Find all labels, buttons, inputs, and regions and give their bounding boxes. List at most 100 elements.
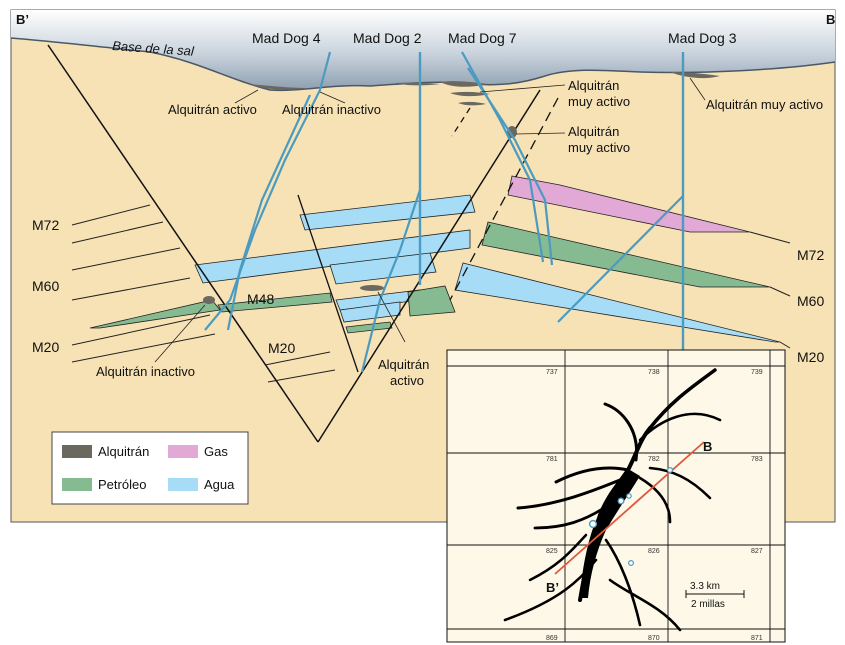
oil-layer <box>89 299 221 329</box>
horizon-label-m72-left: M72 <box>32 217 59 233</box>
fault-line <box>297 194 359 373</box>
tar-inactive-label-bottom: Alquitrán inactivo <box>96 364 195 379</box>
well-symbol <box>588 519 598 529</box>
leader-line <box>515 132 566 135</box>
tar-inactive-label: Alquitrán inactivo <box>282 102 381 117</box>
horizon-line <box>71 247 181 271</box>
legend-label-gas: Gas <box>204 444 228 459</box>
legend-label-water: Agua <box>204 477 235 492</box>
leader-line <box>479 84 566 93</box>
tar-active-label-bottom-a: Alquitrán <box>378 357 429 372</box>
well-path-mad-dog-3-branch <box>557 195 684 323</box>
horizon-line <box>71 314 211 346</box>
legend-swatch-oil <box>62 478 92 491</box>
corner-label-bprime: B’ <box>16 12 29 27</box>
horizon-line <box>769 286 791 297</box>
legend-swatch-water <box>168 478 198 491</box>
tar-blob <box>203 296 215 304</box>
tar-very-active-label-2a: Alquitrán <box>568 124 619 139</box>
well-path-mad-dog-4 <box>204 51 332 331</box>
water-layer <box>339 301 401 323</box>
legend-label-oil: Petróleo <box>98 477 146 492</box>
well-path-mad-dog-7-branch <box>467 67 554 266</box>
block-number: 782 <box>648 456 660 463</box>
tar-lens <box>458 101 486 106</box>
well-symbol <box>617 497 625 505</box>
horizon-line <box>71 333 216 363</box>
horizon-label-m48: M48 <box>247 291 274 307</box>
block-number: 827 <box>751 548 763 555</box>
scale-label-km: 3.3 km <box>690 581 720 592</box>
leader-line <box>377 291 406 343</box>
tar-very-active-label-2b: muy activo <box>568 140 630 155</box>
tar-active-label: Alquitrán activo <box>168 102 257 117</box>
horizon-label-m20-inner: M20 <box>268 340 295 356</box>
tar-lens <box>450 91 490 97</box>
horizon-line <box>779 341 791 349</box>
leader-line <box>234 89 259 104</box>
well-path-mad-dog-2-branch <box>360 189 422 373</box>
leader-line <box>689 77 706 101</box>
corner-label-b: B <box>826 12 835 27</box>
gas-layer <box>507 175 751 233</box>
fault-line-dashed <box>451 107 471 137</box>
horizon-line <box>267 369 336 383</box>
map-label-b: B <box>703 439 712 454</box>
block-number: 826 <box>648 548 660 555</box>
well-label-mad-dog-4: Mad Dog 4 <box>252 30 321 46</box>
block-number: 738 <box>648 369 660 376</box>
section-line <box>554 441 705 575</box>
well-label-mad-dog-2: Mad Dog 2 <box>353 30 422 46</box>
fault-line-dashed <box>449 97 559 301</box>
well-label-mad-dog-7: Mad Dog 7 <box>448 30 517 46</box>
tar-very-active-label-1b: muy activo <box>568 94 630 109</box>
block-number: 871 <box>751 635 763 642</box>
map-salt-body <box>580 470 640 598</box>
tar-very-active-label-right: Alquitrán muy activo <box>706 97 823 112</box>
horizon-line <box>71 221 164 244</box>
block-number: 781 <box>546 456 558 463</box>
leader-line <box>154 304 206 363</box>
water-layer <box>299 194 476 231</box>
map-label-bprime: B’ <box>546 580 559 595</box>
legend-swatch-tar <box>62 445 92 458</box>
legend-swatch-gas <box>168 445 198 458</box>
inset-location-map: 737 738 739 781 782 783 825 826 827 869 … <box>446 349 786 643</box>
horizon-label-m20-right: M20 <box>797 349 824 365</box>
well-symbol <box>626 493 632 499</box>
legend: Alquitrán Gas Petróleo Agua <box>51 431 249 505</box>
fault-line <box>47 44 319 443</box>
fault-line <box>317 89 541 443</box>
block-number: 737 <box>546 369 558 376</box>
horizon-line <box>749 231 791 244</box>
horizon-label-m20-left: M20 <box>32 339 59 355</box>
block-number: 869 <box>546 635 558 642</box>
tar-lens <box>248 84 305 90</box>
horizon-line <box>71 204 151 226</box>
legend-box <box>51 431 249 505</box>
horizon-label-m72-right: M72 <box>797 247 824 263</box>
scale-label-mi: 2 millas <box>691 599 725 610</box>
horizon-line <box>71 277 191 301</box>
tar-lens <box>440 81 488 87</box>
horizon-label-m60-left: M60 <box>32 278 59 294</box>
block-number: 783 <box>751 456 763 463</box>
block-number: 739 <box>751 369 763 376</box>
tar-very-active-label-1a: Alquitrán <box>568 78 619 93</box>
salt-base-label: Base de la sal <box>112 38 196 59</box>
block-number: 870 <box>648 635 660 642</box>
tar-lens <box>395 82 440 86</box>
salt-body <box>11 10 835 91</box>
well-symbol <box>627 559 634 566</box>
well-path-mad-dog-4-branch <box>226 94 312 331</box>
leader-line <box>319 91 346 104</box>
legend-label-tar: Alquitrán <box>98 444 149 459</box>
block-number: 825 <box>546 548 558 555</box>
tar-active-label-bottom-b: activo <box>390 373 424 388</box>
well-label-mad-dog-3: Mad Dog 3 <box>668 30 737 46</box>
tar-blob <box>507 126 517 138</box>
well-symbol <box>666 467 673 474</box>
water-layer <box>454 262 781 343</box>
oil-layer <box>407 285 456 317</box>
